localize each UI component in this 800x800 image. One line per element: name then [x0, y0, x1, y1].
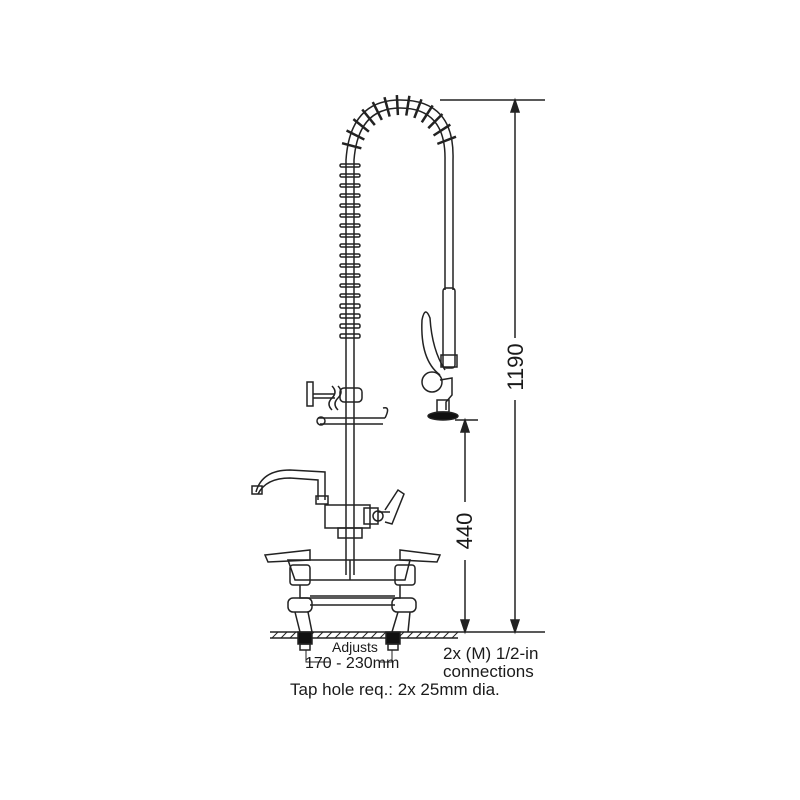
connections-label-line1: 2x (M) 1/2-in	[443, 644, 539, 663]
adjust-bracket	[305, 650, 393, 663]
adjust-range-label: 170 - 230mm	[305, 655, 400, 672]
dimension-label-total-height: 1190	[503, 343, 528, 391]
spray-head	[421, 287, 459, 421]
tap-hole-label: Tap hole req.: 2x 25mm dia.	[290, 680, 500, 699]
swivel-spout	[251, 469, 405, 539]
adjusts-label: Adjusts	[332, 639, 378, 655]
dimension-label-spout-height: 440	[452, 512, 477, 550]
dimension-440	[455, 417, 478, 635]
deck-mixer	[263, 549, 442, 651]
hose	[345, 99, 454, 335]
riser-pipe	[345, 335, 355, 575]
wall-bracket	[306, 381, 389, 426]
spring-coil	[339, 95, 457, 339]
connections-label-line2: connections	[443, 662, 534, 681]
dimension-1190	[440, 97, 545, 635]
